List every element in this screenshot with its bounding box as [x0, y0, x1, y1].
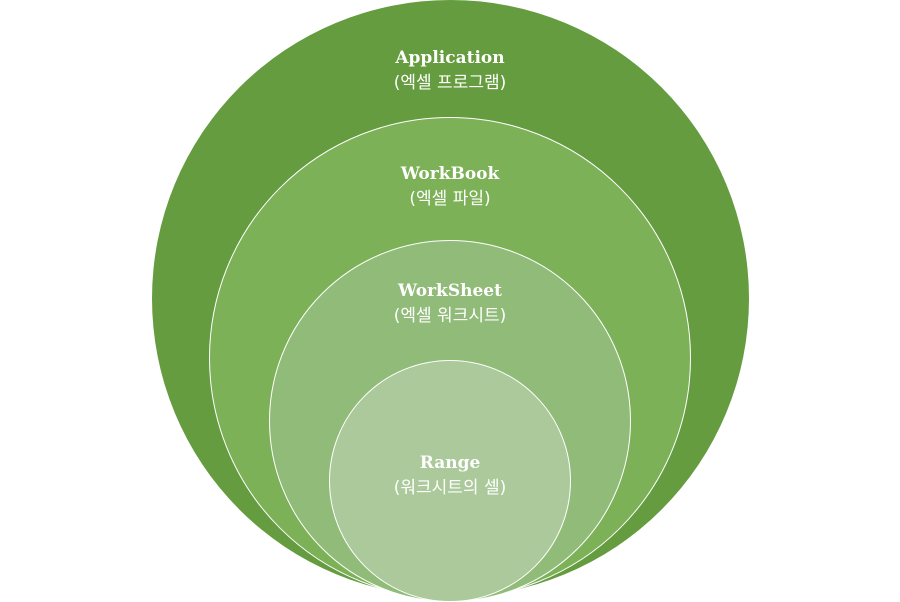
- range-label: Range (워크시트의 셀): [0, 455, 900, 497]
- worksheet-label: WorkSheet (엑셀 워크시트): [0, 283, 900, 325]
- application-subtitle: (엑셀 프로그램): [393, 73, 507, 93]
- workbook-label: WorkBook (엑셀 파일): [0, 166, 900, 208]
- application-label: Application (엑셀 프로그램): [0, 50, 900, 92]
- range-circle: [329, 360, 571, 602]
- workbook-title: WorkBook: [400, 164, 500, 184]
- worksheet-subtitle: (엑셀 워크시트): [393, 306, 507, 326]
- worksheet-title: WorkSheet: [398, 281, 502, 301]
- workbook-subtitle: (엑셀 파일): [409, 189, 491, 209]
- range-title: Range: [419, 453, 481, 473]
- range-subtitle: (워크시트의 셀): [393, 478, 507, 498]
- application-title: Application: [395, 48, 505, 68]
